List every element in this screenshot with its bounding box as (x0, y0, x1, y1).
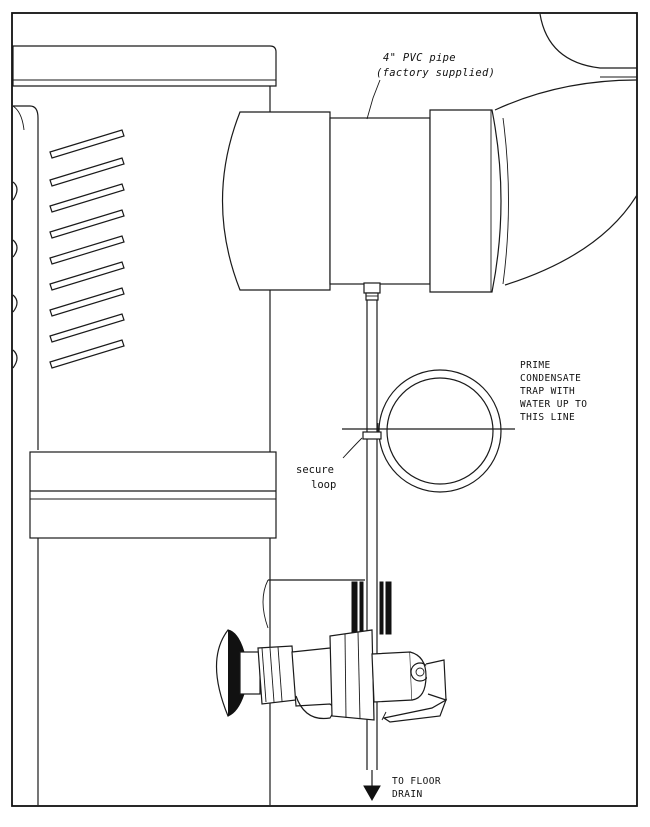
cabinet-panel-bevel (12, 105, 25, 131)
lower-outlet-curve (262, 579, 269, 629)
louver (49, 129, 125, 159)
pvc-pipe-right-coupling (429, 109, 502, 293)
louver (49, 157, 125, 187)
louver (49, 287, 125, 317)
side-hole-3 (12, 294, 18, 313)
side-hole-1 (12, 181, 18, 201)
label-pvc-pipe: 4" PVC pipe (383, 52, 456, 64)
duct-top-curve (539, 13, 637, 69)
cabinet-belt-band (29, 451, 277, 539)
louver (49, 235, 125, 265)
arrow-down-icon (363, 770, 381, 802)
nut-fitting-icon (363, 282, 381, 301)
label-drain: DRAIN (392, 789, 423, 800)
secure-label-leader (342, 437, 363, 459)
secure-loop-clip (362, 431, 382, 440)
louver (49, 261, 125, 291)
louver (49, 209, 125, 239)
label-condensate: CONDENSATE (520, 373, 581, 384)
label-trap-with: TRAP WITH (520, 386, 575, 397)
label-secure: secure (296, 464, 334, 476)
label-to-floor: TO FLOOR (392, 776, 441, 787)
upper-duct (494, 13, 638, 286)
label-this-line: THIS LINE (520, 412, 575, 423)
label-pvc-factory: (factory supplied) (376, 67, 495, 79)
condensate-trap-loop-outer (378, 369, 502, 493)
cabinet-louvers (49, 129, 125, 369)
valve-assembly (215, 579, 448, 723)
diagram-border (11, 12, 638, 807)
cabinet-top-cap (12, 45, 277, 87)
label-prime: PRIME (520, 360, 551, 371)
pvc-pipe (221, 79, 509, 293)
duct-lower-curve (504, 194, 638, 286)
louver (49, 183, 125, 213)
side-hole-2 (12, 239, 18, 258)
side-hole-4 (12, 349, 18, 369)
cabinet-inner-panel (13, 105, 39, 450)
pvc-pipe-left-coupling (221, 111, 331, 291)
pvc-pipe-outlet-edge (502, 117, 509, 285)
label-loop: loop (311, 479, 336, 491)
pvc-label-leader (366, 79, 381, 120)
louver (49, 313, 125, 343)
pvc-pipe-center-section (329, 117, 431, 285)
louver (49, 339, 125, 369)
condensate-trap-loop-inner (386, 377, 494, 485)
label-water-up-to: WATER UP TO (520, 399, 587, 410)
hatch-fins (351, 581, 392, 635)
valve-icon (215, 629, 448, 723)
duct-outer-curve (494, 79, 638, 111)
